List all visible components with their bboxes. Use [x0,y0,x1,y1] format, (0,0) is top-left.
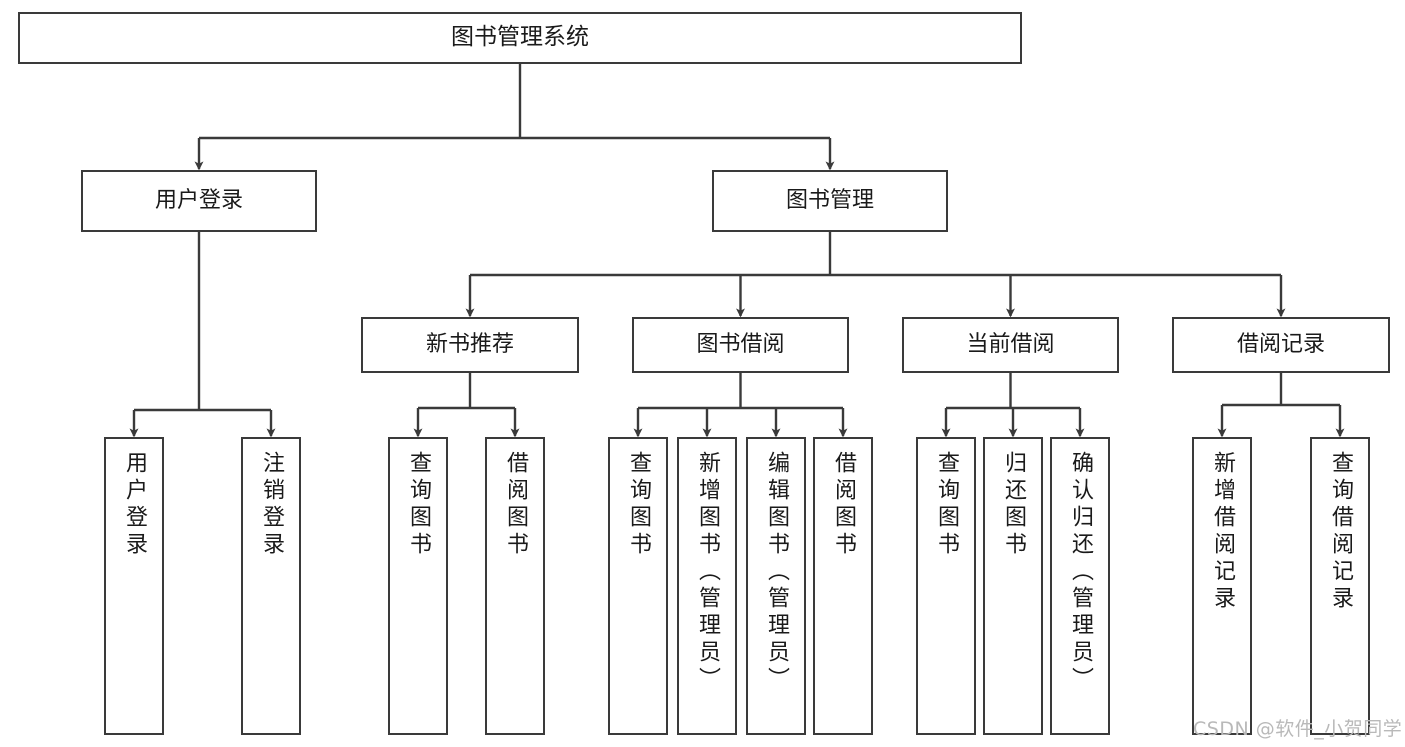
node-borrow[interactable]: 图书借阅 [632,317,849,373]
node-b_edit[interactable]: 编辑图书（管理员） [746,437,806,735]
node-newbook[interactable]: 新书推荐 [361,317,579,373]
node-label: 图书管理 [785,188,874,214]
node-bookmgmt[interactable]: 图书管理 [712,170,948,232]
node-records[interactable]: 借阅记录 [1172,317,1390,373]
node-root[interactable]: 图书管理系统 [18,12,1022,64]
node-label: 归还图书 [1001,451,1026,559]
node-c_confirm[interactable]: 确认归还（管理员） [1050,437,1110,735]
node-label: 查询图书 [406,451,431,559]
node-l_logout[interactable]: 注销登录 [241,437,301,735]
node-label: 新书推荐 [425,332,514,358]
node-label: 编辑图书（管理员） [764,451,789,694]
node-b_query[interactable]: 查询图书 [608,437,668,735]
node-label: 新增借阅记录 [1210,451,1235,613]
node-label: 借阅图书 [503,451,528,559]
node-n_query[interactable]: 查询图书 [388,437,448,735]
node-label: 图书管理系统 [451,24,589,51]
node-label: 用户登录 [154,188,243,214]
node-l_login[interactable]: 用户登录 [104,437,164,735]
node-label: 注销登录 [259,451,284,559]
node-label: 当前借阅 [966,332,1055,358]
node-r_add[interactable]: 新增借阅记录 [1192,437,1252,735]
node-label: 图书借阅 [696,332,785,358]
node-c_return[interactable]: 归还图书 [983,437,1043,735]
node-label: 查询借阅记录 [1328,451,1353,613]
csdn-watermark: CSDN @软件_小贺同学 [1193,718,1403,740]
node-b_add[interactable]: 新增图书（管理员） [677,437,737,735]
node-b_borrow[interactable]: 借阅图书 [813,437,873,735]
node-login[interactable]: 用户登录 [81,170,317,232]
node-c_query[interactable]: 查询图书 [916,437,976,735]
node-label: 查询图书 [934,451,959,559]
node-label: 查询图书 [626,451,651,559]
node-n_borrow[interactable]: 借阅图书 [485,437,545,735]
node-label: 借阅记录 [1236,332,1325,358]
node-label: 确认归还（管理员） [1068,451,1093,694]
node-label: 借阅图书 [831,451,856,559]
node-r_query[interactable]: 查询借阅记录 [1310,437,1370,735]
node-label: 用户登录 [122,451,147,559]
node-current[interactable]: 当前借阅 [902,317,1119,373]
node-label: 新增图书（管理员） [695,451,720,694]
